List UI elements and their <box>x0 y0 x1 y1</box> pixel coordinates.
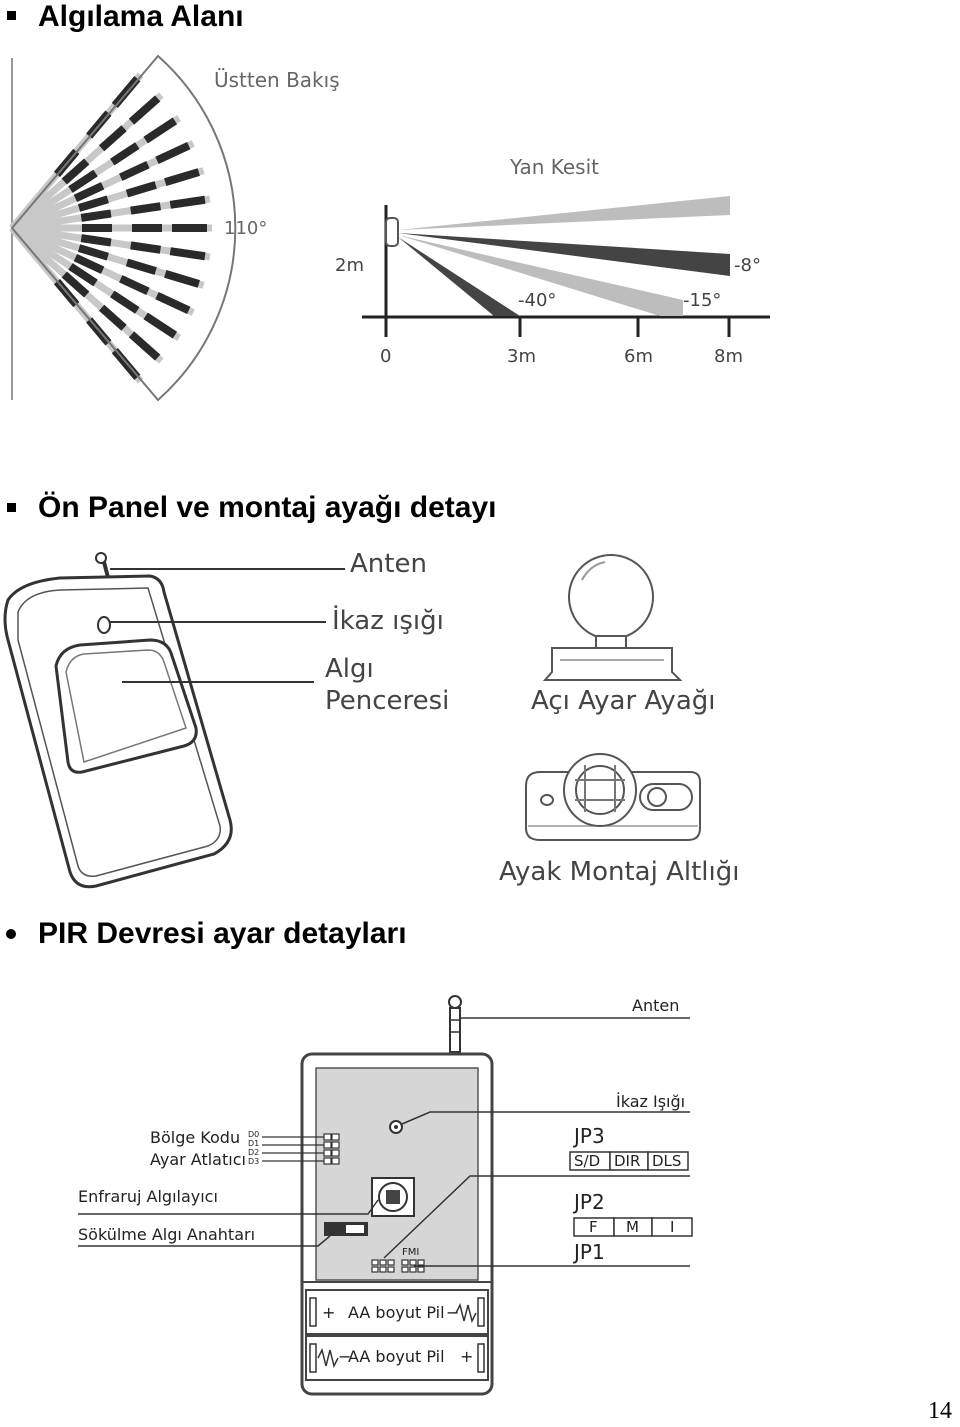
angle-foot-illustration <box>542 554 683 681</box>
fan-beam-segment <box>68 169 98 193</box>
front-panel-device <box>3 552 345 889</box>
foot-base-label: Ayak Montaj Altlığı <box>499 857 740 887</box>
jp3-cell-dls: DLS <box>652 1152 682 1170</box>
pin-d1-label: D1 <box>248 1139 260 1148</box>
pin-d0-label: D0 <box>248 1130 260 1139</box>
bullet-icon <box>7 503 16 512</box>
section-title-front-panel: Ön Panel ve montaj ayağı detayı <box>38 491 497 524</box>
tamper-switch-label: Sökülme Algı Anahtarı <box>78 1225 256 1244</box>
jp2-cell-f: F <box>589 1218 598 1236</box>
fan-beam-segment <box>119 160 150 181</box>
fan-beam-segment <box>169 247 206 261</box>
page-number: 14 <box>928 1398 952 1424</box>
distance-8m-label: 8m <box>714 346 743 367</box>
top-view-diagram <box>9 54 237 402</box>
fan-beam-segment <box>119 275 150 296</box>
section-title-pir: PIR Devresi ayar detayları <box>38 917 407 950</box>
fan-beam-segment <box>143 117 178 144</box>
battery-1-plus: + <box>322 1303 336 1322</box>
fan-beam-segment <box>125 258 157 275</box>
section-title-detection: Algılama Alanı <box>38 0 244 33</box>
fan-beam-segment <box>155 291 191 315</box>
jp3-label: JP3 <box>574 1124 605 1148</box>
antenna-label: Anten <box>350 549 427 579</box>
pin-d2-label: D2 <box>248 1148 260 1157</box>
battery-2-plus: + <box>460 1347 474 1366</box>
jp2-cell-i: I <box>670 1218 675 1236</box>
foot-base-illustration <box>525 753 701 841</box>
fan-beam-segment <box>73 253 105 274</box>
top-view-label: Üstten Bakış <box>214 68 340 92</box>
warning-light-label: İkaz ışığı <box>332 606 444 636</box>
fan-beam-segment <box>77 244 109 261</box>
pin-d3-label: D3 <box>248 1157 260 1166</box>
fan-beam-segment <box>98 304 127 331</box>
fan-beam-segment <box>110 142 140 166</box>
fan-beam-segment <box>130 241 161 254</box>
fan-beam-segment <box>77 195 109 212</box>
side-view-diagram <box>362 196 770 337</box>
fan-beam-segment <box>125 181 157 198</box>
battery-2-label: AA boyut Pil <box>348 1347 445 1366</box>
fan-beam-segment <box>169 195 206 209</box>
fan-beam-segment <box>61 158 90 185</box>
zone-code-label-1: Bölge Kodu <box>150 1128 241 1147</box>
fan-beam-segment <box>61 271 90 298</box>
fan-beam-segment <box>80 209 112 222</box>
fan-beam-segment <box>164 168 200 186</box>
battery-1-label: AA boyut Pil <box>348 1303 445 1322</box>
height-label: 2m <box>335 255 364 276</box>
fan-beam-segment <box>130 202 161 215</box>
angle-minus15-label: -15° <box>683 290 722 311</box>
fan-beam-segment <box>143 312 178 339</box>
sensor-window-label-2: Penceresi <box>325 686 450 716</box>
pir-warning-light-label: İkaz Işığı <box>616 1092 686 1111</box>
jp2-label: JP2 <box>574 1190 605 1214</box>
fan-beam-segment <box>98 125 127 152</box>
distance-3m-label: 3m <box>507 346 536 367</box>
battery-2-minus: − <box>338 1347 352 1366</box>
battery-1-minus: − <box>446 1303 460 1322</box>
jp3-cell-dir: DIR <box>614 1152 641 1170</box>
angle-minus40-label: -40° <box>518 290 557 311</box>
distance-6m-label: 6m <box>624 346 653 367</box>
jp1-label: JP1 <box>574 1240 605 1264</box>
fan-beam-segment <box>73 182 105 203</box>
infrared-sensor-label: Enfraruj Algılayıcı <box>78 1187 218 1206</box>
bullet-icon <box>6 929 16 939</box>
bullet-icon <box>7 11 16 20</box>
angle-minus8-label: -8° <box>734 255 761 276</box>
fan-beam-segment <box>128 331 161 361</box>
fan-beam-segment <box>164 270 200 288</box>
angle-label: 110° <box>224 218 268 239</box>
fan-beam-segment <box>80 234 112 247</box>
angle-foot-label: Açı Ayar Ayağı <box>531 686 716 716</box>
side-view-label: Yan Kesit <box>510 155 599 179</box>
fan-beam-segment <box>68 263 98 287</box>
zone-code-label-2: Ayar Atlatıcı <box>150 1150 246 1169</box>
fmi-label: FMI <box>402 1247 420 1258</box>
jp3-cell-sd: S/D <box>574 1152 601 1170</box>
pir-antenna-label: Anten <box>632 996 680 1015</box>
sensor-window-label-1: Algı <box>325 654 374 684</box>
fan-beam-segment <box>128 95 161 125</box>
fan-beam-segment <box>110 290 140 314</box>
distance-0-label: 0 <box>380 346 392 367</box>
jp2-cell-m: M <box>626 1218 639 1236</box>
fan-beam-segment <box>155 141 191 165</box>
